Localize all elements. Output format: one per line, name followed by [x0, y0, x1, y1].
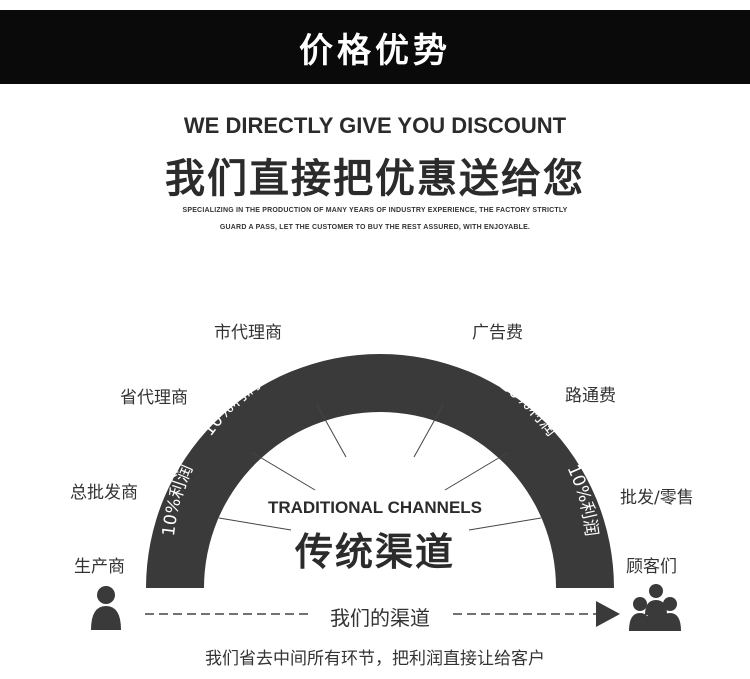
- label-producer: 生产商: [74, 557, 125, 577]
- group-icon: [629, 584, 681, 631]
- divider-line: [413, 404, 444, 458]
- divider-line: [444, 452, 508, 491]
- person-icon: [91, 586, 121, 630]
- label-city-agent: 市代理商: [214, 323, 282, 343]
- english-title: WE DIRECTLY GIVE YOU DISCOUNT: [183, 113, 567, 138]
- label-wholesale-retail: 批发/零售: [620, 488, 694, 508]
- label-transport-fee: 路通费: [565, 386, 616, 406]
- note-line-1: SPECIALIZING IN THE PRODUCTION OF MANY Y…: [182, 207, 568, 214]
- header-bar: 价格优势: [0, 10, 750, 84]
- divider-line: [218, 517, 292, 531]
- center-chinese-title: 传统渠道: [294, 530, 455, 574]
- label-general-wholesaler: 总批发商: [70, 483, 138, 503]
- divider-line: [468, 517, 542, 531]
- footer-text: 我们省去中间所有环节，把利润直接让给客户: [205, 649, 545, 669]
- divider-line: [252, 452, 316, 491]
- arrow-head-icon: [596, 601, 620, 627]
- our-channel-label: 我们的渠道: [310, 602, 450, 631]
- header-title: 价格优势: [299, 30, 451, 71]
- label-customers: 顾客们: [626, 557, 677, 577]
- arch-band: [146, 354, 614, 588]
- chinese-title: 我们直接把优惠送给您: [165, 156, 585, 202]
- center-english-title: TRADITIONAL CHANNELS: [267, 498, 483, 517]
- note-line-2: GUARD A PASS, LET THE CUSTOMER TO BUY TH…: [219, 224, 531, 231]
- label-provincial-agent: 省代理商: [120, 388, 188, 408]
- divider-line: [316, 404, 347, 458]
- label-advertising-fee: 广告费: [472, 323, 523, 343]
